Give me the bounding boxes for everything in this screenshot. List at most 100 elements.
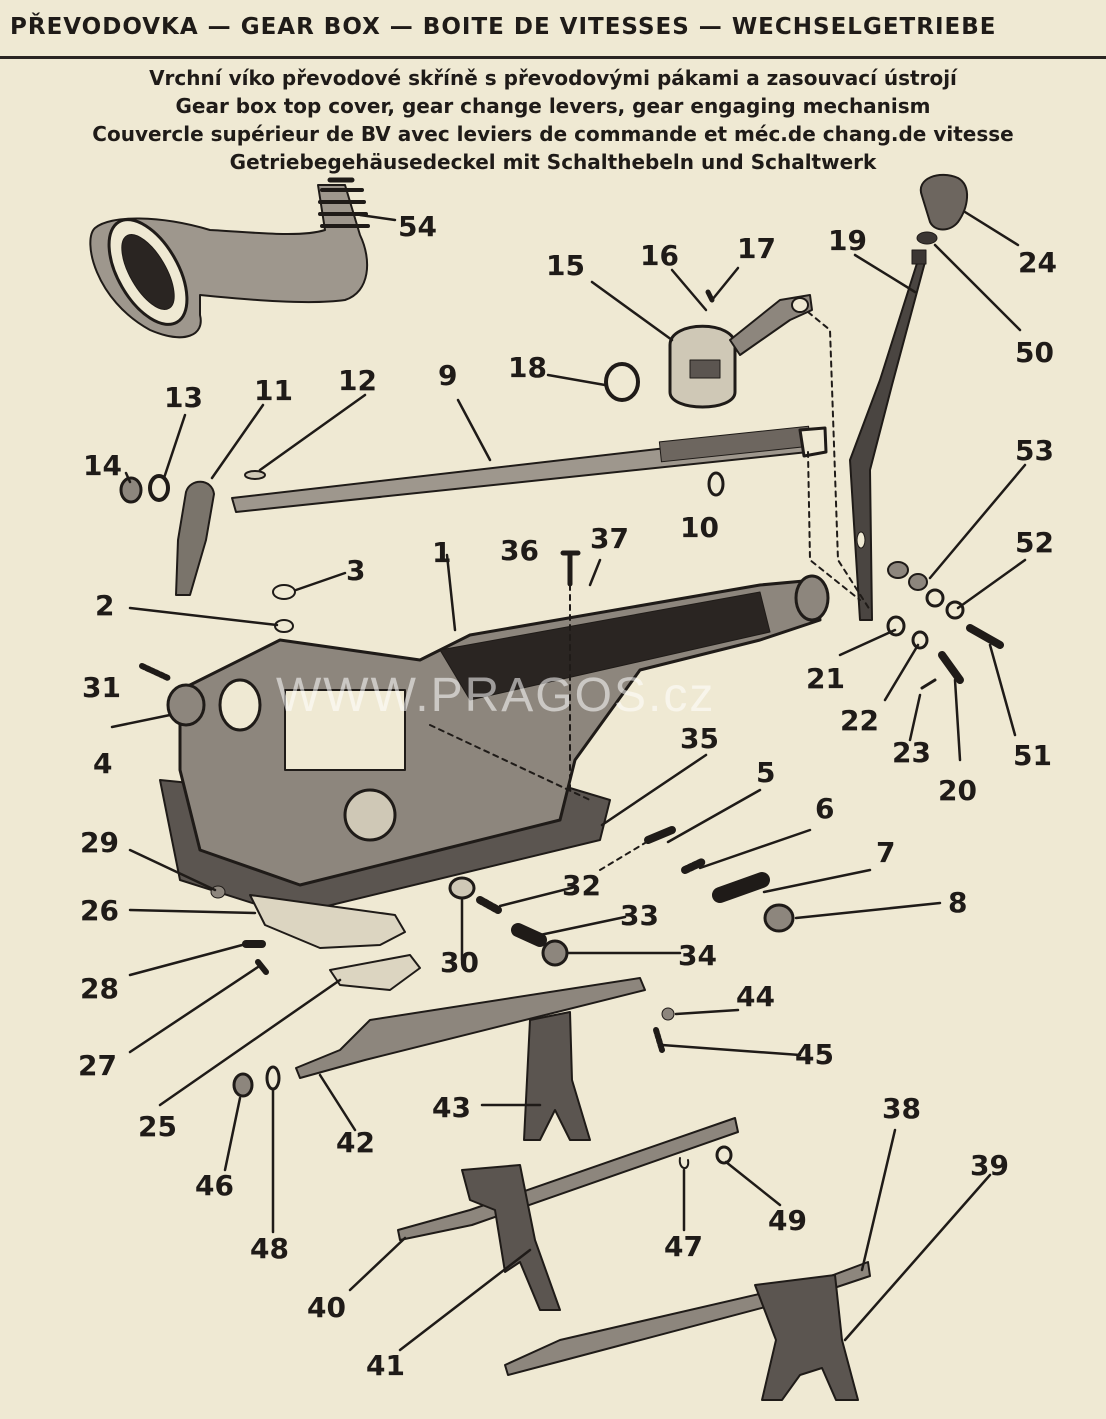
part-label-38: 38: [882, 1092, 921, 1125]
part-label-22: 22: [840, 704, 879, 737]
part-label-10: 10: [680, 511, 719, 544]
part-label-21: 21: [806, 662, 845, 695]
selector-rod-38-part: [504, 1261, 871, 1401]
nut-8-part: [763, 903, 795, 933]
part-label-44: 44: [736, 980, 775, 1013]
part-label-7: 7: [876, 836, 895, 869]
bolt-36-part: [560, 550, 581, 587]
leader-lines: [110, 210, 1027, 1352]
part-label-47: 47: [664, 1230, 703, 1263]
top-cover-housing-part: [159, 574, 830, 916]
part-label-1: 1: [432, 536, 451, 569]
spring-clip-part: [604, 362, 640, 402]
alignment-line: [807, 451, 861, 601]
part-label-28: 28: [80, 972, 119, 1005]
washer-22-part: [911, 630, 929, 650]
part-label-52: 52: [1015, 526, 1054, 559]
washer-49-part: [715, 1145, 733, 1165]
part-label-23: 23: [892, 736, 931, 769]
plate-26-part: [249, 894, 406, 949]
part-label-14: 14: [83, 449, 122, 482]
part-label-29: 29: [80, 826, 119, 859]
washer-3-part: [272, 584, 296, 600]
bolt-30-part: [448, 876, 476, 900]
washer-21-part: [886, 615, 906, 637]
nut-53b-part: [908, 573, 928, 591]
part-label-3: 3: [346, 554, 365, 587]
nut-14-part: [119, 476, 143, 504]
title-divider: [0, 56, 1106, 59]
selector-rod-40-part: [397, 1117, 739, 1311]
detent-plunger-5-part: [644, 826, 676, 844]
part-label-43: 43: [432, 1091, 471, 1124]
part-label-18: 18: [508, 351, 547, 384]
alignment-line: [599, 839, 651, 871]
part-label-16: 16: [640, 239, 679, 272]
selector-lever-11-part: [175, 480, 215, 596]
bolt-27-part: [255, 959, 269, 975]
subtitle-german: Getriebegehäusedeckel mit Schalthebeln u…: [229, 150, 877, 174]
part-label-35: 35: [680, 722, 719, 755]
alignment-line: [429, 724, 591, 801]
part-label-12: 12: [338, 364, 377, 397]
nut-34-part: [541, 939, 569, 967]
part-label-5: 5: [756, 756, 775, 789]
part-label-27: 27: [78, 1049, 117, 1082]
selector-shaft-part: [231, 425, 828, 513]
part-label-54: 54: [398, 210, 437, 243]
nut-53-part: [887, 561, 909, 579]
subtitle-french: Couvercle supérieur de BV avec leviers d…: [92, 122, 1014, 146]
spring-6-part: [681, 858, 706, 874]
ring-10-part: [707, 471, 725, 497]
part-label-17: 17: [737, 232, 776, 265]
plug-7-part: [712, 872, 770, 903]
washer-52-part: [925, 588, 945, 608]
part-label-50: 50: [1015, 336, 1054, 369]
pin-12-part: [244, 470, 266, 480]
part-label-25: 25: [138, 1110, 177, 1143]
part-label-30: 30: [440, 946, 479, 979]
part-label-41: 41: [366, 1349, 405, 1382]
part-label-51: 51: [1013, 739, 1052, 772]
plug-4-part: [166, 683, 206, 727]
part-label-42: 42: [336, 1126, 375, 1159]
rubber-boot-part: [89, 177, 370, 339]
part-label-24: 24: [1018, 246, 1057, 279]
part-label-53: 53: [1015, 434, 1054, 467]
part-label-45: 45: [795, 1038, 834, 1071]
nut-46-part: [232, 1072, 254, 1098]
part-label-49: 49: [768, 1204, 807, 1237]
screw-17-part: [705, 289, 715, 303]
part-label-48: 48: [250, 1232, 289, 1265]
selector-rod-42-part: [295, 977, 646, 1141]
ring-50-part: [916, 231, 938, 245]
part-label-32: 32: [562, 869, 601, 902]
bolt-51-part: [966, 624, 1004, 649]
part-label-33: 33: [620, 899, 659, 932]
part-label-40: 40: [307, 1291, 346, 1324]
clip-47-part: [678, 1157, 690, 1169]
part-label-36: 36: [500, 534, 539, 567]
part-label-39: 39: [970, 1149, 1009, 1182]
part-label-6: 6: [815, 792, 834, 825]
alignment-line: [807, 311, 871, 611]
part-label-31: 31: [82, 671, 121, 704]
part-label-34: 34: [678, 939, 717, 972]
part-label-13: 13: [164, 381, 203, 414]
spring-45-part: [653, 1027, 665, 1053]
page-title: PŘEVODOVKA — GEAR BOX — BOITE DE VITESSE…: [10, 14, 997, 40]
selector-finger-part: [668, 294, 813, 409]
bolt-20-part: [938, 651, 964, 684]
plate-25-part: [329, 954, 421, 991]
part-label-2: 2: [95, 589, 114, 622]
part-number-labels: 54 24 50 19 17 16 15 18 9 12 11 13 14 10…: [78, 210, 1057, 1382]
part-label-4: 4: [93, 747, 112, 780]
washer-52b-part: [945, 600, 965, 620]
subtitle-czech: Vrchní víko převodové skříně s převodový…: [149, 66, 957, 90]
part-label-46: 46: [195, 1169, 234, 1202]
spring-32-part: [476, 896, 502, 914]
part-label-9: 9: [438, 359, 457, 392]
part-label-26: 26: [80, 894, 119, 927]
part-label-20: 20: [938, 774, 977, 807]
plug-33-part: [511, 923, 547, 947]
